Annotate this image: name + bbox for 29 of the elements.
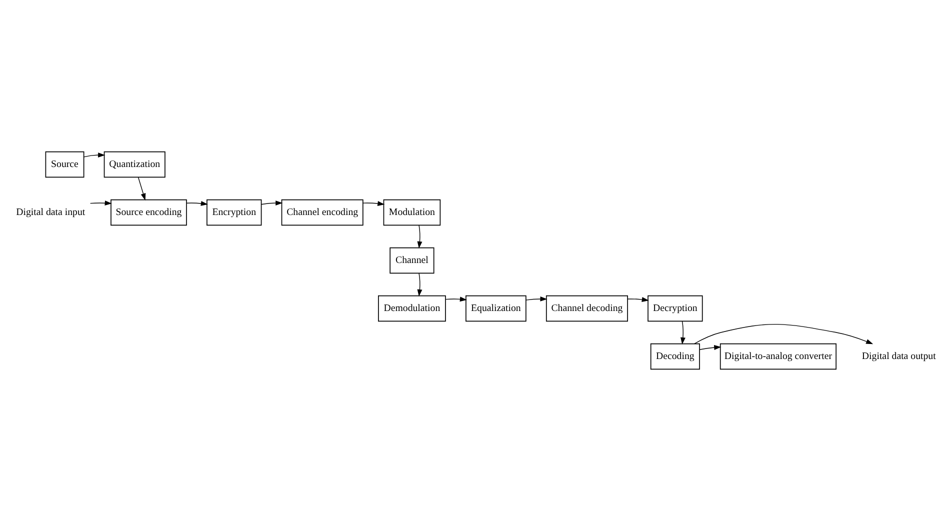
arrow [526, 296, 548, 301]
node-box: Demodulation [378, 294, 446, 322]
node-box: Channel decoding [546, 294, 628, 322]
node-box: Decoding [650, 342, 700, 370]
node-box: Channel encoding [281, 198, 364, 226]
node-box: Source [45, 150, 84, 178]
arrow [90, 200, 112, 206]
node-box: Encryption [206, 198, 262, 226]
arrow [699, 344, 722, 350]
node-text: Digital data output [862, 350, 936, 362]
node-box: Channel [390, 246, 434, 274]
arrow [445, 296, 467, 302]
node-box: Modulation [383, 198, 441, 226]
node-box: Quantization [104, 150, 166, 178]
node-box: Decryption [648, 294, 703, 322]
arrow [186, 200, 208, 206]
node-box: Equalization [466, 294, 526, 322]
node-box: Digital-to-analog converter [720, 342, 836, 370]
arrow [138, 176, 146, 200]
arrow [84, 152, 106, 157]
arrow [627, 296, 649, 302]
arrow [362, 200, 385, 206]
arrow [260, 200, 283, 205]
node-box: Source encoding [110, 198, 187, 226]
arrow [680, 320, 686, 344]
node-text: Digital data input [16, 206, 86, 218]
arrow [694, 323, 874, 344]
arrow [417, 224, 422, 248]
arrow [417, 272, 422, 296]
